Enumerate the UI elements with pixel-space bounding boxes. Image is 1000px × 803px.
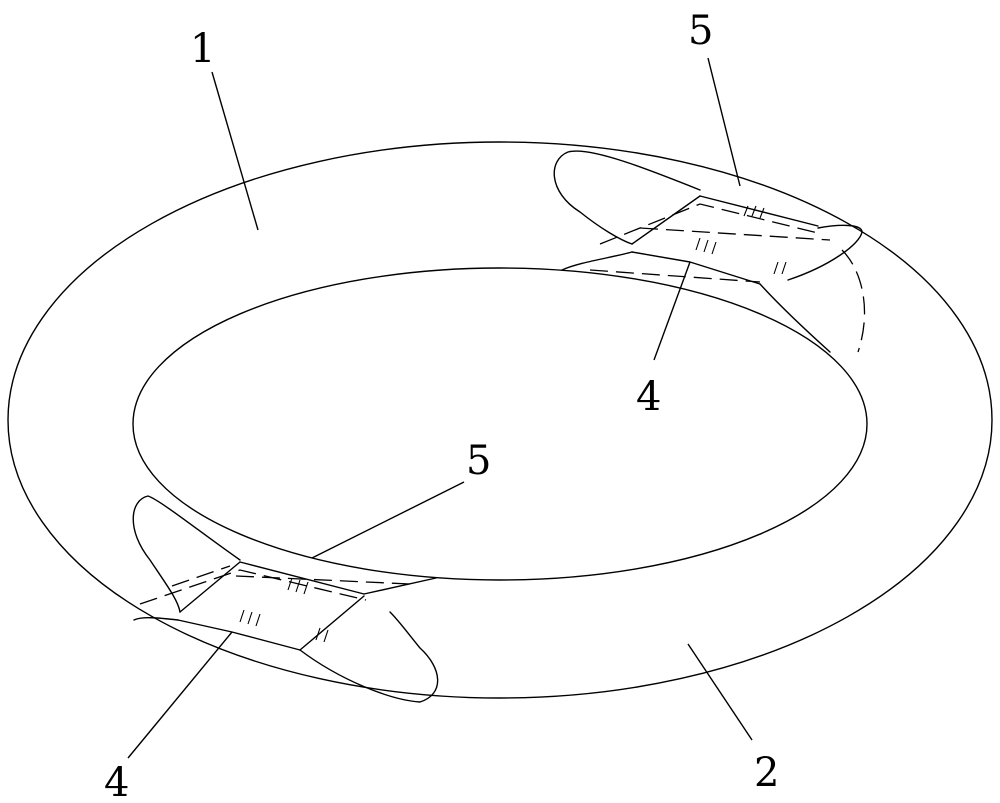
upper-connector-hidden-line-3 [639, 227, 831, 241]
lower-hatch [323, 629, 329, 643]
upper-hatch [751, 205, 757, 217]
lower-connector-bottom-edge [177, 619, 301, 651]
lower-connector-hidden-line-2 [171, 565, 231, 587]
upper-hatch [759, 207, 765, 219]
upper-hatch [695, 237, 701, 251]
outer-ring-outline [7, 141, 993, 699]
lower-connector-top-flare [363, 577, 437, 595]
lower-connector-hidden-line-1 [139, 569, 367, 605]
label-2: 2 [754, 750, 779, 796]
lower-connector-right-edge [299, 595, 365, 651]
lower-hatch [315, 627, 321, 641]
upper-sleeve-lobe [553, 150, 701, 245]
lower-hatch [295, 579, 301, 593]
label-5-upper: 5 [688, 8, 713, 54]
label-4-lower: 4 [104, 760, 129, 803]
leader-line-5-upper [707, 57, 741, 187]
upper-hatch [773, 261, 779, 275]
lower-hatch [239, 609, 245, 623]
lower-connector-hidden-line-3 [235, 575, 411, 585]
inner-ring-outline [132, 267, 868, 581]
upper-connector-left-edge [631, 195, 701, 245]
lower-connector-left-edge [179, 561, 241, 613]
leader-line-1 [211, 71, 259, 231]
upper-hatch [703, 239, 709, 253]
lower-connector-top-edge [239, 561, 365, 595]
lower-sleeve-assembly [132, 495, 439, 703]
upper-connector-right-flare [759, 283, 831, 353]
upper-hatch [711, 241, 717, 255]
lower-hatch [303, 581, 309, 595]
upper-hatch [781, 261, 787, 275]
lower-connector-left-flare [133, 617, 179, 621]
upper-hatch [743, 205, 749, 217]
lower-hatch [255, 613, 261, 627]
upper-connector-hidden-line-1 [599, 203, 823, 245]
upper-sleeve-assembly [553, 150, 866, 353]
leader-line-5-lower [311, 481, 465, 559]
lower-hatch [287, 577, 293, 591]
upper-sleeve-endcap [787, 224, 863, 281]
label-4-upper: 4 [636, 374, 661, 420]
lower-sleeve-lower-lobe [299, 611, 439, 703]
upper-connector-top-edge [699, 195, 819, 227]
upper-connector-hidden-line-2 [589, 269, 761, 283]
lower-hatch [247, 611, 253, 625]
leader-line-4-lower [127, 631, 233, 759]
leader-line-4-upper [653, 261, 691, 361]
label-1: 1 [190, 26, 215, 72]
lower-sleeve-upper-lobe [132, 495, 241, 613]
label-5-lower: 5 [466, 438, 491, 484]
leader-line-2 [687, 643, 753, 741]
upper-sleeve-hidden-lobe [841, 249, 866, 353]
upper-connector-lower-flare [561, 251, 633, 271]
upper-connector-bottom-edge [631, 251, 761, 285]
